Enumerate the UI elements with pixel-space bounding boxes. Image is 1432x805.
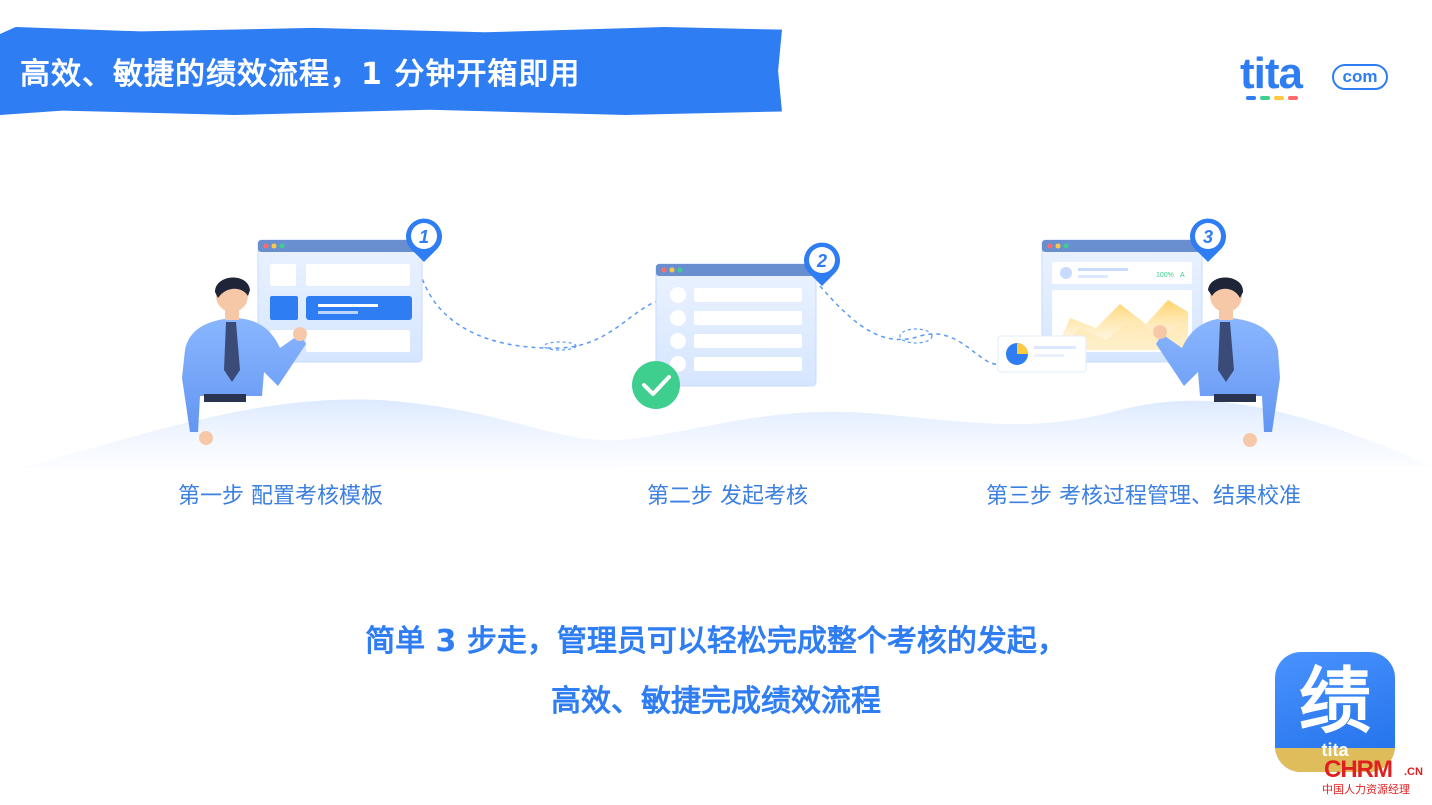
step3-person <box>1153 277 1280 447</box>
step1-pin: 1 <box>405 218 442 262</box>
step1-label: 第一步 配置考核模板 <box>178 484 383 509</box>
app-icon-band <box>1275 748 1395 772</box>
watermark-cn: .CN <box>1404 766 1423 778</box>
step1-window <box>257 239 423 363</box>
step1-person <box>182 277 307 445</box>
logo-color-dots <box>1246 96 1298 100</box>
check-icon <box>632 361 680 409</box>
pie-card <box>997 335 1087 373</box>
step2-label: 第二步 发起考核 <box>647 484 808 509</box>
step2-pin: 2 <box>803 242 840 286</box>
tita-logo: tita com <box>1240 50 1400 110</box>
app-icon-char: 绩 <box>1298 659 1371 743</box>
step3-pin: 3 <box>1189 218 1226 262</box>
screen3-percent: 100% <box>1156 272 1174 279</box>
logo-text: tita <box>1240 49 1303 98</box>
header-banner <box>0 27 782 115</box>
process-illustration: 1 2 <box>20 218 1432 468</box>
chrm-watermark: CHRM .CN 中国人力资源经理 <box>1318 756 1430 800</box>
step2-window <box>655 263 817 387</box>
connector-1-2 <box>417 263 661 349</box>
step3-number: 3 <box>1203 227 1213 247</box>
watermark-sub: 中国人力资源经理 <box>1322 783 1410 796</box>
watermark-main: CHRM <box>1324 756 1393 783</box>
page-title: 高效、敏捷的绩效流程，1 分钟开箱即用 <box>20 57 581 92</box>
step1-number: 1 <box>419 227 429 247</box>
tagline-line2: 高效、敏捷完成绩效流程 <box>551 684 881 719</box>
step2-number: 2 <box>816 251 827 271</box>
screen3-mark: A <box>1180 272 1185 279</box>
logo-com-badge: com <box>1332 64 1388 90</box>
connector-2-3 <box>819 285 1001 365</box>
tagline-line1: 简单 3 步走，管理员可以轻松完成整个考核的发起， <box>365 624 1067 659</box>
step3-label: 第三步 考核过程管理、结果校准 <box>986 484 1301 509</box>
ground-wave <box>20 399 1432 468</box>
app-icon: 绩 tita <box>1275 652 1395 772</box>
app-icon-text: tita <box>1321 740 1349 760</box>
